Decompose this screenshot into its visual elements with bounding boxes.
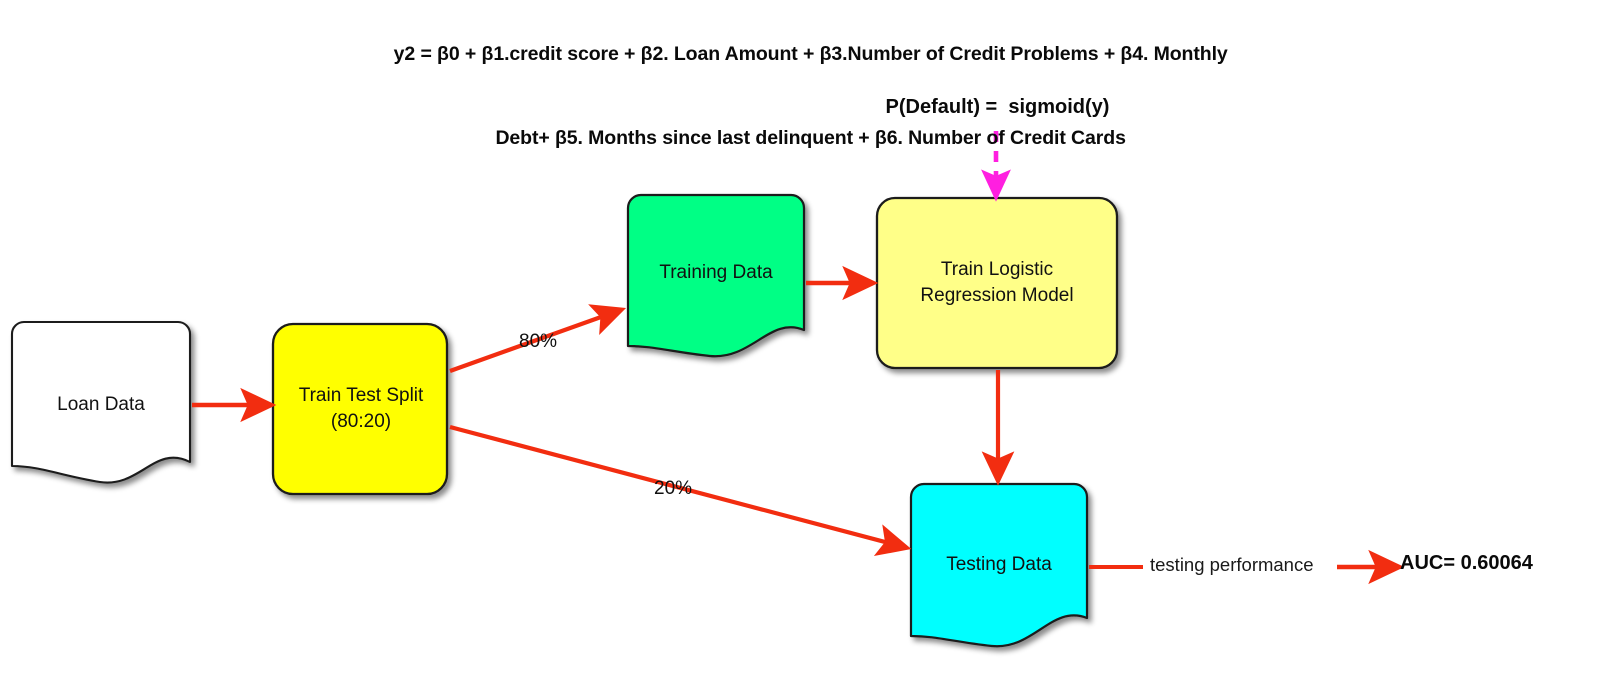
node-loan-data[interactable] bbox=[10, 320, 192, 484]
sigmoid-label: P(Default) = sigmoid(y) bbox=[885, 96, 1110, 118]
node-label-training-data: Training Data bbox=[659, 261, 773, 283]
edge-label-20-percent: 20% bbox=[654, 478, 693, 499]
formula-line-1: y2 = β0 + β1.credit score + β2. Loan Amo… bbox=[393, 43, 1228, 65]
model-label-line-2: Regression Model bbox=[920, 285, 1074, 306]
node-label-testing-data: Testing Data bbox=[946, 554, 1052, 575]
node-train-test-split[interactable] bbox=[271, 322, 449, 496]
auc-result-label: AUC= 0.60064 bbox=[1400, 552, 1533, 574]
formula-line-2: Debt+ β5. Months since last delinquent +… bbox=[495, 127, 1126, 149]
node-train-model[interactable] bbox=[875, 196, 1119, 370]
node-testing-data[interactable] bbox=[909, 482, 1089, 648]
model-label-line-1: Train Logistic bbox=[940, 259, 1054, 280]
regression-formula: y2 = β0 + β1.credit score + β2. Loan Amo… bbox=[0, 12, 1600, 180]
node-training-data[interactable] bbox=[626, 193, 806, 358]
node-label-train-test-split: Train Test Split (80:20) bbox=[274, 324, 448, 494]
split-label-line-1: Train Test Split bbox=[298, 385, 424, 406]
split-label-line-2: (80:20) bbox=[330, 411, 392, 432]
node-label-train-model: Train Logistic Regression Model bbox=[877, 198, 1117, 368]
edge-label-80-percent: 80% bbox=[519, 331, 558, 352]
edge-label-testing-performance: testing performance bbox=[1150, 554, 1314, 575]
node-label-loan-data: Loan Data bbox=[57, 393, 145, 415]
